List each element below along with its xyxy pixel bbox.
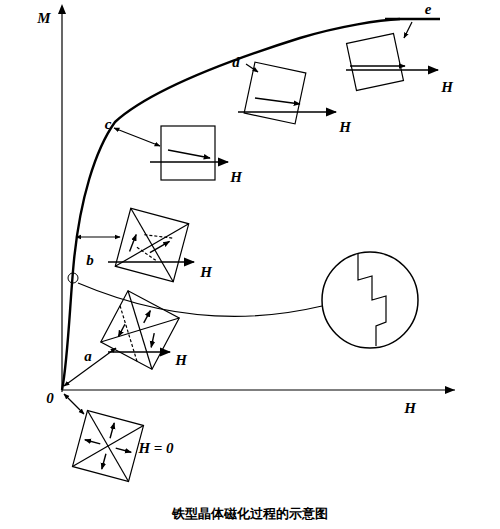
figure-caption: 铁型晶体磁化过程的示意图 <box>0 505 500 523</box>
diagram-label: H <box>230 170 242 185</box>
diagram-label: d <box>232 55 240 70</box>
diagram-label: H <box>200 265 212 280</box>
diagram-label: 0 <box>46 391 54 406</box>
diagram-label: b <box>86 253 94 268</box>
diagram-label: H <box>339 120 351 135</box>
diagram-label: c <box>105 117 112 132</box>
diagram-label: H <box>441 80 453 95</box>
diagram-label: H <box>175 353 187 368</box>
diagram-label: H = 0 <box>138 441 173 456</box>
diagram-label: H <box>404 401 416 416</box>
diagram-label: a <box>84 349 92 364</box>
diagram-label: M <box>37 11 50 26</box>
diagram-label: e <box>425 2 432 17</box>
